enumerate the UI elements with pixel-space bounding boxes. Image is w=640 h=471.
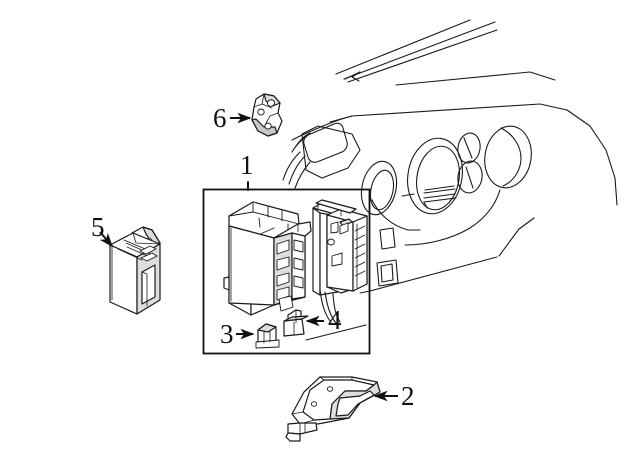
connector-clip	[283, 309, 309, 337]
callout-label-6: 6	[213, 103, 227, 133]
main-junction-block	[223, 201, 312, 316]
lower-instrument-panel-bracket	[285, 376, 381, 442]
side-fuse-box-bracket	[109, 226, 161, 315]
callout-label-5: 5	[91, 212, 105, 242]
ecu-circuit-board	[312, 199, 368, 296]
callout-label-1: 1	[240, 150, 254, 180]
leader-5	[99, 231, 113, 248]
callout-label-4: 4	[328, 305, 342, 335]
wire-harness-sketch	[305, 289, 367, 341]
instrument-cluster-gauges	[282, 125, 532, 216]
junction-block-assembly-box	[202, 188, 371, 355]
callout-label-3: 3	[220, 319, 234, 349]
center-vent-outline	[303, 122, 348, 163]
relay-clamp-small	[255, 323, 280, 349]
callout-label-2: 2	[401, 381, 415, 411]
windshield-edge-lines	[335, 19, 556, 86]
upper-mounting-bracket	[251, 93, 283, 137]
dashboard-outline	[291, 103, 618, 294]
dash-switch-panel	[376, 227, 399, 287]
